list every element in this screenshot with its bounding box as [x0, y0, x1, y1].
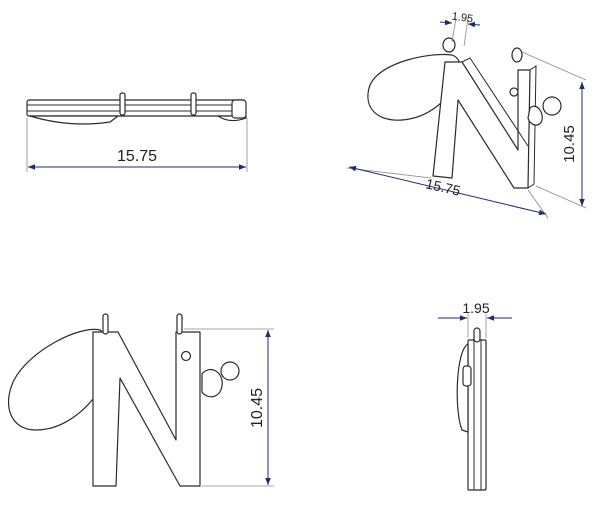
isometric-thickness-label: 1.95: [451, 11, 474, 26]
front-height-label: 10.45: [249, 388, 266, 428]
front-view: 10.45: [7, 313, 274, 487]
front-height-dimension: 10.45: [184, 328, 274, 487]
side-view: 1.95: [438, 300, 512, 491]
isometric-tail: [527, 96, 562, 126]
isometric-letter-n: [432, 57, 537, 189]
isometric-height-dimension: 10.45: [521, 51, 587, 209]
isometric-width-label: 15.75: [424, 175, 462, 199]
isometric-view: 1.95 15.75 10.45: [346, 11, 587, 219]
side-thickness-dimension: 1.95: [438, 300, 512, 338]
top-view: 15.75: [26, 92, 248, 172]
isometric-height-label: 10.45: [561, 125, 578, 163]
top-view-width-label: 15.75: [117, 148, 157, 165]
front-loops: [102, 313, 183, 335]
isometric-thickness-dimension: 1.95: [439, 11, 481, 47]
isometric-width-dimension: 15.75: [346, 165, 549, 219]
top-view-width-dimension: 15.75: [26, 118, 248, 172]
front-tail: [201, 361, 240, 398]
front-letter-n: [92, 331, 201, 487]
side-body: [456, 327, 487, 491]
side-thickness-label: 1.95: [462, 300, 489, 316]
top-view-body: [26, 92, 247, 125]
